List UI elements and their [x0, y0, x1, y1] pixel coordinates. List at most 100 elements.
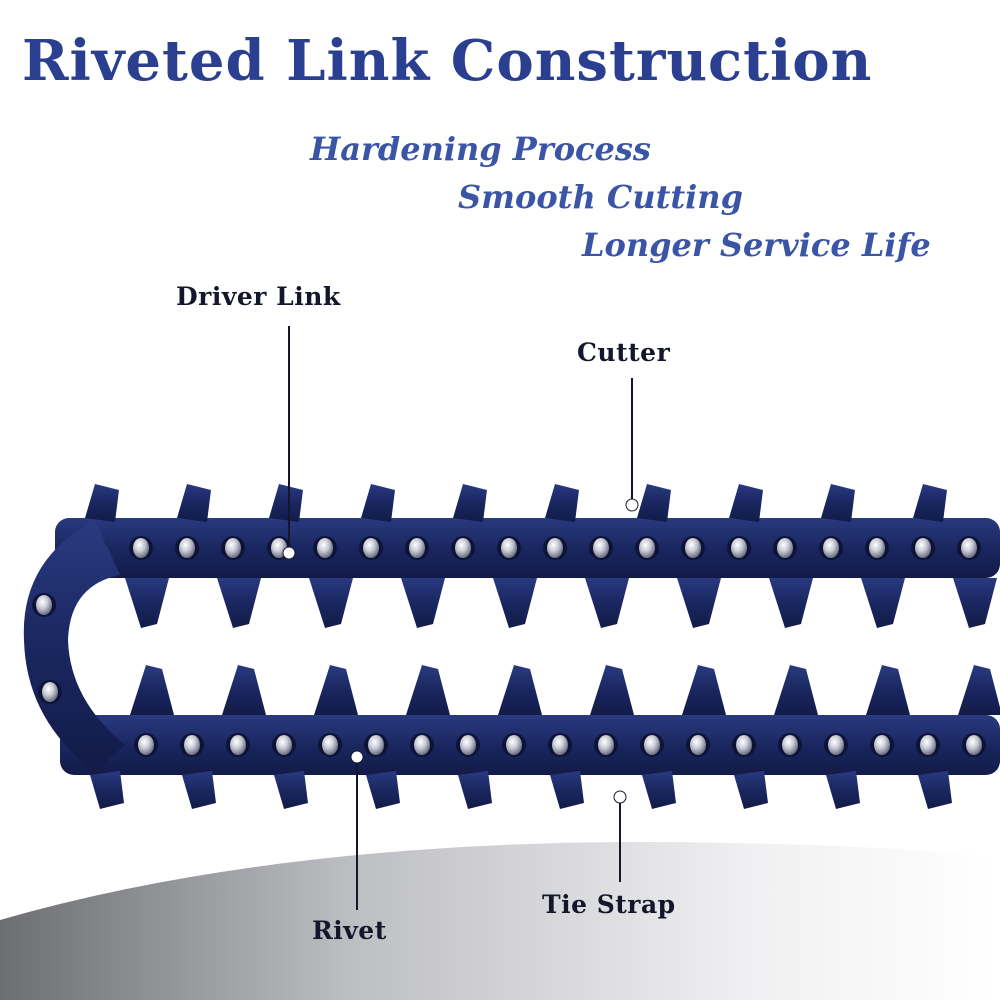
- chain-bottom-run: [60, 665, 1000, 809]
- rivet-head: [414, 735, 430, 755]
- rivet-head: [455, 538, 471, 558]
- rivet-head: [363, 538, 379, 558]
- cutter-tooth: [182, 771, 216, 809]
- cutter-tooth: [729, 484, 763, 522]
- rivet-head: [823, 538, 839, 558]
- cutter-tooth: [913, 484, 947, 522]
- rivet-head: [133, 538, 149, 558]
- driver-link-fin: [314, 665, 358, 715]
- cutter-tooth: [177, 484, 211, 522]
- rivet-head: [736, 735, 752, 755]
- cutter-tooth: [545, 484, 579, 522]
- rivet-head: [920, 735, 936, 755]
- rivet-head: [828, 735, 844, 755]
- cutter-tooth: [821, 484, 855, 522]
- rivet-head: [230, 735, 246, 755]
- cutter-tooth: [453, 484, 487, 522]
- driver-link-fin: [682, 665, 726, 715]
- rivet-head: [869, 538, 885, 558]
- driver-link-fin: [406, 665, 450, 715]
- driver-link-fin: [498, 665, 542, 715]
- label-rivet: Rivet: [312, 916, 387, 945]
- callout-leaders: [282, 326, 639, 910]
- cutter-tooth: [918, 771, 952, 809]
- rivet-head: [593, 538, 609, 558]
- cutter-tooth: [269, 484, 303, 522]
- cutter-tooth: [458, 771, 492, 809]
- rivet-head: [639, 538, 655, 558]
- driver-link-fin: [866, 665, 910, 715]
- rivet-head: [547, 538, 563, 558]
- rivet-head: [690, 735, 706, 755]
- driver-link-fin: [774, 665, 818, 715]
- driver-link-fin: [590, 665, 634, 715]
- driver-link-fin: [585, 578, 629, 628]
- cutter-tooth: [366, 771, 400, 809]
- chain-band: [55, 518, 1000, 578]
- chain-band: [60, 715, 1000, 775]
- rivet-head: [317, 538, 333, 558]
- cutter-tooth: [274, 771, 308, 809]
- rivet-head: [36, 595, 52, 615]
- driver-link-fin: [958, 665, 1000, 715]
- rivet-head: [179, 538, 195, 558]
- rivet-head: [731, 538, 747, 558]
- chain-left-bend: [23, 520, 125, 772]
- driver-link-fin: [130, 665, 174, 715]
- driver-link-fin: [953, 578, 997, 628]
- rivet-head: [966, 735, 982, 755]
- leader-tie-strap-dot: [613, 790, 627, 804]
- cutter-tooth: [637, 484, 671, 522]
- label-cutter: Cutter: [577, 338, 671, 367]
- rivet-head: [225, 538, 241, 558]
- rivet-head: [685, 538, 701, 558]
- chain-bend-link: [23, 520, 125, 772]
- label-tie-strap: Tie Strap: [542, 890, 676, 919]
- rivet-head: [874, 735, 890, 755]
- cutter-tooth: [642, 771, 676, 809]
- rivet-head: [368, 735, 384, 755]
- rivet-head: [782, 735, 798, 755]
- leader-rivet-dot: [350, 750, 364, 764]
- rivet-head: [322, 735, 338, 755]
- driver-link-fin: [769, 578, 813, 628]
- rivet-head: [598, 735, 614, 755]
- driver-link-fin: [861, 578, 905, 628]
- driver-link-fin: [677, 578, 721, 628]
- driver-link-fin: [217, 578, 261, 628]
- rivet-head: [460, 735, 476, 755]
- chain-top-run: [55, 484, 1000, 628]
- cutter-tooth: [734, 771, 768, 809]
- page-title: Riveted Link Construction: [22, 28, 873, 94]
- driver-link-fin: [222, 665, 266, 715]
- rivet-head: [409, 538, 425, 558]
- rivet-head: [644, 735, 660, 755]
- cutter-tooth: [550, 771, 584, 809]
- cutter-tooth: [826, 771, 860, 809]
- feature-longer-service-life: Longer Service Life: [582, 226, 931, 264]
- leader-driver-link-dot: [282, 546, 296, 560]
- driver-link-fin: [309, 578, 353, 628]
- driver-link-fin: [401, 578, 445, 628]
- driver-link-fin: [493, 578, 537, 628]
- rivet-head: [501, 538, 517, 558]
- rivet-head: [138, 735, 154, 755]
- leader-cutter-dot: [625, 498, 639, 512]
- cutter-tooth: [85, 484, 119, 522]
- driver-link-fin: [125, 578, 169, 628]
- cutter-tooth: [361, 484, 395, 522]
- rivet-head: [915, 538, 931, 558]
- rivet-head: [506, 735, 522, 755]
- label-driver-link: Driver Link: [176, 282, 341, 311]
- rivet-head: [961, 538, 977, 558]
- feature-hardening-process: Hardening Process: [310, 130, 651, 168]
- rivet-head: [777, 538, 793, 558]
- rivet-head: [42, 682, 58, 702]
- rivet-head: [552, 735, 568, 755]
- feature-smooth-cutting: Smooth Cutting: [458, 178, 743, 216]
- rivet-head: [276, 735, 292, 755]
- cutter-tooth: [90, 771, 124, 809]
- rivet-head: [184, 735, 200, 755]
